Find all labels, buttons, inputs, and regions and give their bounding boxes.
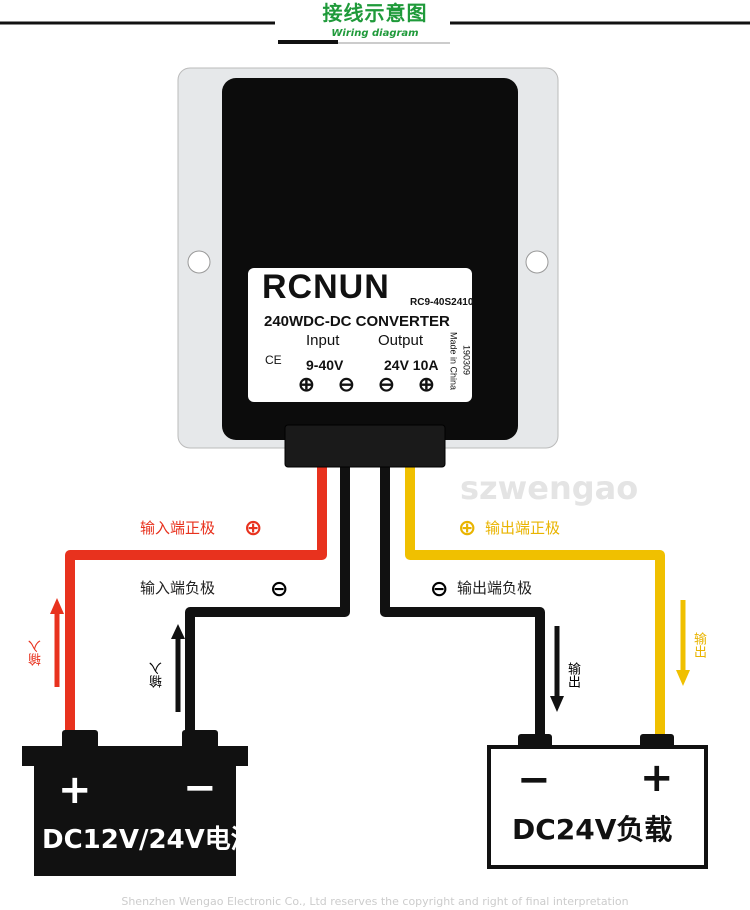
output-negative-label: 输出端负极	[457, 579, 533, 597]
source-minus: −	[183, 765, 217, 811]
input-arrow-label: 输入	[150, 662, 165, 688]
output-positive-label: 输出端正极	[485, 519, 561, 537]
arrows	[50, 598, 690, 712]
converter-plate	[177, 67, 559, 449]
load-battery	[487, 734, 708, 869]
terminal-input-negative: ⊖	[338, 374, 355, 396]
load-minus: −	[517, 757, 551, 803]
input-range: 9-40V	[306, 357, 344, 373]
minus-icon: ⊖	[270, 577, 289, 602]
date-code: 190309	[461, 345, 472, 376]
converter-type: 240WDC-DC CONVERTER	[264, 313, 450, 330]
load-plus: +	[640, 755, 674, 801]
input-arrow-label: 输入	[29, 640, 44, 666]
plus-icon: ⊕	[244, 516, 263, 541]
plus-icon: ⊕	[458, 516, 477, 541]
input-negative-label: 输入端负极	[140, 579, 216, 597]
output-arrow-label: 输出	[690, 632, 706, 658]
input-positive-label: 输入端正极	[140, 519, 216, 537]
diagram-title: 接线示意图	[322, 1, 428, 25]
diagram-subtitle: Wiring diagram	[331, 28, 419, 39]
output-spec: 24V 10A	[384, 357, 439, 373]
watermark: szwengao	[460, 469, 639, 507]
origin-text: Made in China	[448, 332, 459, 391]
load-label: DC24V负载	[512, 813, 673, 846]
header-lines	[0, 21, 750, 44]
terminal-input-positive: ⊕	[298, 374, 315, 396]
input-heading: Input	[306, 332, 340, 349]
brand-name: RCNUN	[262, 268, 390, 306]
source-label: DC12V/24V电源	[42, 825, 257, 855]
terminal-output-positive: ⊕	[418, 374, 435, 396]
output-arrow-label: 输出	[564, 662, 580, 688]
model-number: RC9-40S2410	[410, 297, 474, 308]
minus-icon: ⊖	[430, 577, 449, 602]
wires	[65, 424, 665, 740]
source-battery	[22, 730, 248, 876]
terminal-output-negative: ⊖	[378, 374, 395, 396]
ce-mark: CE	[265, 353, 282, 367]
source-plus: +	[58, 767, 92, 813]
copyright-footer: Shenzhen Wengao Electronic Co., Ltd rese…	[121, 895, 629, 908]
output-heading: Output	[378, 332, 424, 349]
